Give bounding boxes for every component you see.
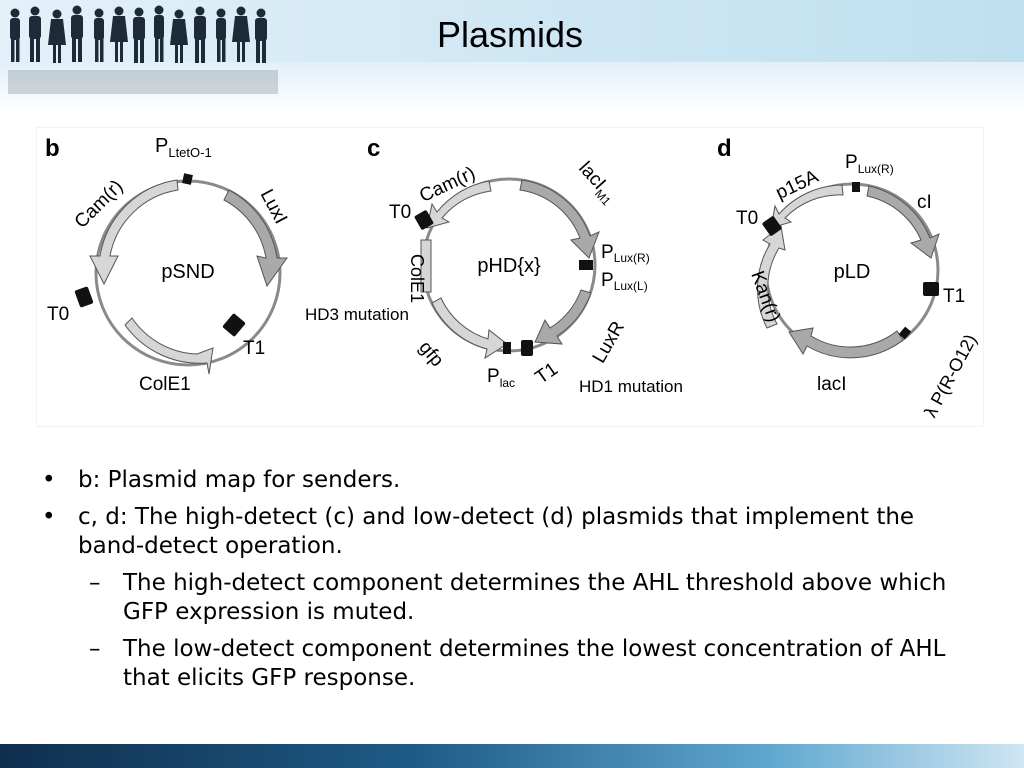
panel-b-letter: b [45,135,60,162]
psnd-t0-terminator [74,286,94,308]
pld-t0-terminator [762,216,782,236]
cole1-gene-arrow [124,317,214,375]
sub-bullet-text: The low-detect component determines the … [123,636,946,691]
pld-t0-label: T0 [736,208,758,229]
pld-lambda-label: λ P(R-O12) [920,331,980,421]
psnd-t0-label: T0 [47,304,69,325]
phd-plac-label: Plac [487,366,515,390]
panel-c-letter: c [367,135,380,162]
luxr-gene-arrow [534,289,592,345]
phd-plux-r-label: PLux(R) [601,242,650,265]
plasmid-figure: b pSND PLtetO-1 Cam(r) LuxI T0 T1 ColE1 … [37,128,983,426]
pld-ci-label: cI [917,192,932,213]
hd3-mutation-label: HD3 mutation [305,305,409,324]
pld-plux-mark [852,182,860,192]
panel-c: c pHD{x} Cam(r) T0 lacIM1 PLux(R) PLux(L… [367,135,650,390]
kanr-gene-arrow [757,225,786,329]
pld-lambda-mark [898,326,912,340]
sub-bullet-item: – The high-detect component determines t… [42,569,972,627]
sub-bullet-marker: – [89,636,101,662]
bullet-list: • b: Plasmid map for senders. • c, d: Th… [42,466,972,701]
header-band [0,0,1024,112]
people-silhouettes-banner [8,5,278,94]
phd-plac-mark [503,342,511,354]
pld-kanr-label: Kan(r) [746,268,784,325]
psnd-cole1-label: ColE1 [139,374,191,395]
pld-name: pLD [834,261,871,283]
phd-luxr-label: LuxR [589,318,629,367]
ci-gene-arrow [866,185,940,259]
bullet-marker: • [42,467,56,493]
sub-bullet-marker: – [89,570,101,596]
bullet-item: • b: Plasmid map for senders. [42,466,972,495]
hd1-mutation-label: HD1 mutation [579,377,683,396]
phd-plux-l-label: PLux(L) [601,270,648,293]
gfp-gene-arrow [431,297,508,360]
phd-name: pHD{x} [477,255,541,277]
phd-plux-mark [579,260,593,270]
pld-plux-label: PLux(R) [845,152,894,176]
phd-gfp-label: gfp [414,337,447,371]
footer-band [0,744,1024,768]
pld-t1-label: T1 [943,286,965,307]
phd-camr-gene-arrow [426,180,492,229]
camr-gene-arrow [89,179,179,286]
phd-t1-terminator [521,340,533,356]
psnd-t1-label: T1 [243,338,265,359]
psnd-promoter-mark [182,173,193,185]
panel-d-letter: d [717,135,732,162]
plasmid-maps: b pSND PLtetO-1 Cam(r) LuxI T0 T1 ColE1 … [45,135,981,421]
panel-d: d pLD p15A PLux(R) T0 cI Kan(r) T1 lacI … [717,135,981,421]
bullet-marker: • [42,504,56,530]
phd-t0-terminator [414,210,434,230]
laci-gene-arrow [519,179,600,259]
bullet-item: • c, d: The high-detect (c) and low-dete… [42,503,972,561]
phd-cole1-label: ColE1 [407,254,427,303]
bullet-text: b: Plasmid map for senders. [78,467,401,493]
phd-t1-label: T1 [532,359,562,389]
sub-bullet-item: – The low-detect component determines th… [42,635,972,693]
bullet-text: c, d: The high-detect (c) and low-detect… [78,504,915,559]
psnd-promoter-label: PLtetO-1 [155,135,212,160]
phd-laci-label: lacIM1 [572,158,621,209]
pld-t1-terminator [923,282,939,296]
psnd-t1-terminator [222,313,246,337]
luxi-gene-arrow [223,189,288,288]
pld-laci-label: lacI [817,374,847,395]
sub-bullet-text: The high-detect component determines the… [123,570,947,625]
slide-title: Plasmids [436,14,584,55]
psnd-name: pSND [161,261,214,283]
pld-laci-gene-arrow [788,327,904,359]
panel-b: b pSND PLtetO-1 Cam(r) LuxI T0 T1 ColE1 [45,135,291,395]
phd-t0-label: T0 [389,202,411,223]
phd-cole1-block [420,239,432,293]
